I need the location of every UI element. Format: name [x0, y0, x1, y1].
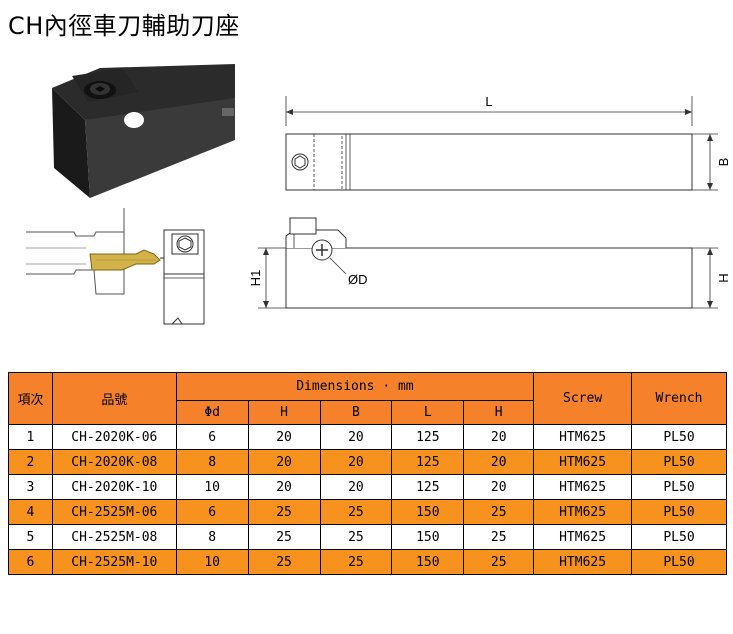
cell-d: 10	[175, 549, 249, 575]
cell-b: 20	[319, 424, 393, 450]
cell-d: 6	[175, 424, 249, 450]
cell-b: 25	[319, 499, 393, 525]
table-row: 5 CH-2525M-08 8 25 25 150 25 HTM625 PL50	[8, 524, 727, 550]
cell-d: 6	[175, 499, 249, 525]
spec-table: 項次 品號 Dimensions · mm Screw Wrench Φd H …	[8, 372, 727, 575]
cell-wrench: PL50	[631, 499, 727, 525]
cell-h: 25	[247, 524, 321, 550]
cell-h2: 25	[463, 549, 535, 575]
cell-part: CH-2525M-08	[51, 524, 177, 550]
cell-item: 1	[8, 424, 53, 450]
technical-drawing: L B H H1 ØD	[248, 94, 731, 309]
subheader-l: L	[391, 400, 465, 425]
cell-b: 25	[319, 524, 393, 550]
diameter-label: ØD	[348, 272, 368, 287]
cell-h2: 25	[463, 524, 535, 550]
cell-screw: HTM625	[533, 449, 633, 475]
header-dimensions: Dimensions · mm	[175, 372, 535, 401]
cell-h2: 20	[463, 449, 535, 475]
cell-h2: 20	[463, 424, 535, 450]
cell-part: CH-2020K-08	[51, 449, 177, 475]
header-part: 品號	[51, 372, 177, 425]
subheader-h: H	[247, 400, 321, 425]
product-photo	[30, 58, 244, 208]
cell-screw: HTM625	[533, 474, 633, 500]
height1-label: H1	[248, 270, 263, 287]
cell-wrench: PL50	[631, 449, 727, 475]
header-screw: Screw	[533, 372, 633, 425]
cell-wrench: PL50	[631, 424, 727, 450]
cell-h: 20	[247, 449, 321, 475]
cell-wrench: PL50	[631, 524, 727, 550]
cell-l: 125	[391, 424, 465, 450]
cell-l: 150	[391, 499, 465, 525]
cell-b: 20	[319, 474, 393, 500]
cell-b: 20	[319, 449, 393, 475]
cell-l: 150	[391, 549, 465, 575]
cell-part: CH-2525M-10	[51, 549, 177, 575]
cell-d: 8	[175, 449, 249, 475]
cell-screw: HTM625	[533, 424, 633, 450]
cell-h2: 20	[463, 474, 535, 500]
cell-d: 10	[175, 474, 249, 500]
cell-part: CH-2020K-06	[51, 424, 177, 450]
width-label: B	[716, 158, 731, 167]
table-row: 6 CH-2525M-10 10 25 25 150 25 HTM625 PL5…	[8, 549, 727, 575]
insert-sketch	[26, 208, 205, 325]
cell-l: 125	[391, 449, 465, 475]
cell-h: 25	[247, 499, 321, 525]
length-label: L	[485, 94, 492, 109]
cell-part: CH-2020K-10	[51, 474, 177, 500]
cell-wrench: PL50	[631, 549, 727, 575]
cell-h2: 25	[463, 499, 535, 525]
subheader-d: Φd	[175, 400, 249, 425]
cell-screw: HTM625	[533, 499, 633, 525]
subheader-h2: H	[463, 400, 535, 425]
cell-item: 4	[8, 499, 53, 525]
cell-d: 8	[175, 524, 249, 550]
cell-item: 6	[8, 549, 53, 575]
height-label: H	[716, 273, 731, 282]
cell-l: 125	[391, 474, 465, 500]
table-row: 2 CH-2020K-08 8 20 20 125 20 HTM625 PL50	[8, 449, 727, 475]
cell-screw: HTM625	[533, 549, 633, 575]
header-wrench: Wrench	[631, 372, 727, 425]
cell-h: 25	[247, 549, 321, 575]
cell-item: 3	[8, 474, 53, 500]
table-row: 1 CH-2020K-06 6 20 20 125 20 HTM625 PL50	[8, 424, 727, 450]
cell-wrench: PL50	[631, 474, 727, 500]
subheader-b: B	[319, 400, 393, 425]
cell-h: 20	[247, 474, 321, 500]
cell-b: 25	[319, 549, 393, 575]
table-row: 4 CH-2525M-06 6 25 25 150 25 HTM625 PL50	[8, 499, 727, 525]
cell-screw: HTM625	[533, 524, 633, 550]
cell-h: 20	[247, 424, 321, 450]
table-row: 3 CH-2020K-10 10 20 20 125 20 HTM625 PL5…	[8, 474, 727, 500]
cell-part: CH-2525M-06	[51, 499, 177, 525]
cell-item: 5	[8, 524, 53, 550]
page-title: CH內徑車刀輔助刀座	[8, 12, 240, 40]
header-item: 項次	[8, 372, 53, 425]
cell-item: 2	[8, 449, 53, 475]
cell-l: 150	[391, 524, 465, 550]
